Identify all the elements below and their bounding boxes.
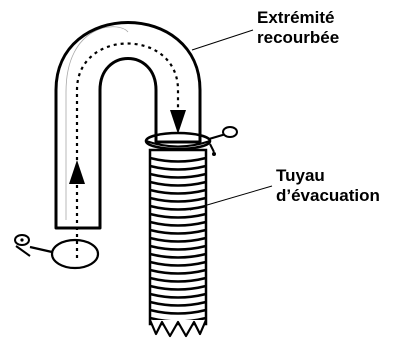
cable-tie-loop [52,240,98,268]
drain-hose-cut-end [150,320,206,336]
hose-clamp-clip [223,127,237,137]
leader-line-curved-end [192,30,253,50]
curved-end-label: Extrémité recourbée [257,8,339,47]
drain-hose-label-line2: d’évacuation [276,186,380,206]
cable-tie-icon [15,235,98,268]
cable-tie-tail [30,247,52,252]
drain-hose-label-line1: Tuyau [276,166,380,186]
curved-end-label-line1: Extrémité [257,8,339,28]
curved-end-label-line2: recourbée [257,28,339,48]
drain-hose-label: Tuyau d’évacuation [276,166,380,205]
drain-hose-icon [150,150,206,336]
